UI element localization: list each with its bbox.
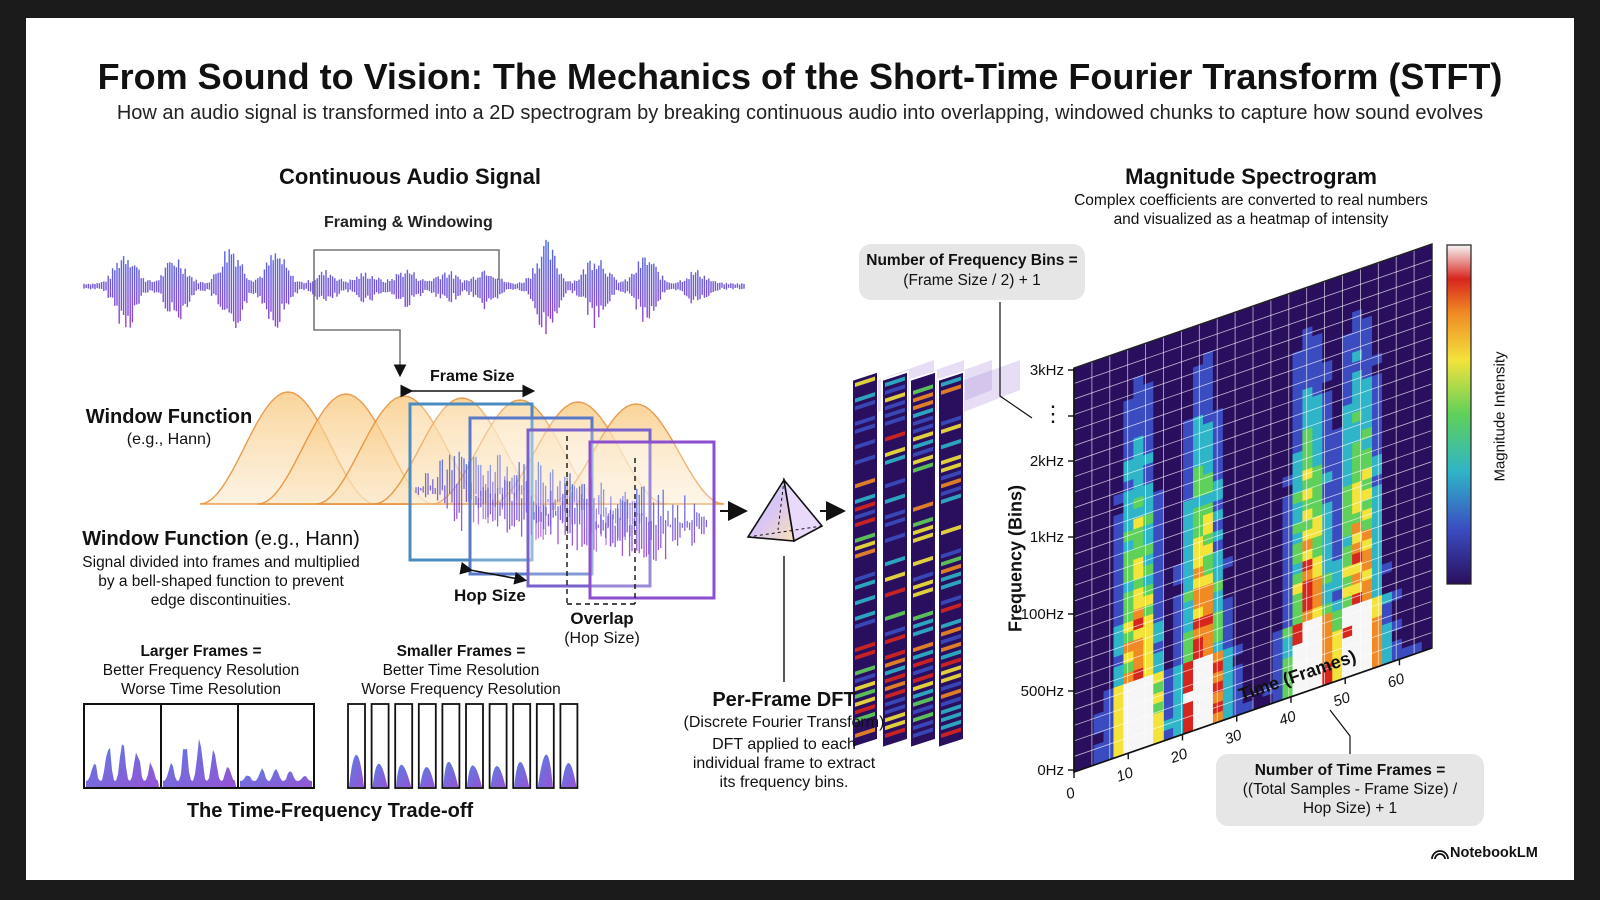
y-tick-label: ⋮ xyxy=(1042,401,1064,426)
window-desc-title: Window Function (e.g., Hann) xyxy=(66,528,376,551)
per-frame-spectra xyxy=(851,360,1020,750)
tradeoff-boxes xyxy=(83,703,579,789)
stft-diagram: 3kHz ⋮ 2kHz 1kHz 100Hz 500Hz 0Hz 0 10 20 30 40 50 60 xyxy=(83,239,1472,860)
bins-callout-line xyxy=(999,302,1033,419)
x-tick-label: 60 xyxy=(1385,670,1407,692)
spectrogram-heatmap xyxy=(1074,244,1432,772)
y-tick-label: 1kHz xyxy=(1030,529,1064,546)
brand-name: NotebookLM xyxy=(1450,845,1538,861)
continuous-audio-waveform xyxy=(83,239,745,335)
framing-bracket xyxy=(313,249,500,280)
bins-note-title: Number of Frequency Bins = xyxy=(866,252,1078,269)
window-desc-title-suffix: (e.g., Hann) xyxy=(254,528,360,550)
frequency-bins-note: Number of Frequency Bins = (Frame Size /… xyxy=(859,244,1085,300)
window-desc-line: Signal divided into frames and multiplie… xyxy=(82,554,360,571)
frame-size-label: Frame Size xyxy=(430,368,515,385)
frames-note-line: Hop Size) + 1 xyxy=(1302,800,1398,817)
x-tick-label: 20 xyxy=(1167,745,1190,767)
page-subtitle: How an audio signal is transformed into … xyxy=(116,102,1484,124)
larger-frames-line: Better Frequency Resolution xyxy=(102,662,300,679)
x-tick-label: 50 xyxy=(1331,689,1353,711)
dft-desc-line: individual frame to extract xyxy=(692,755,876,772)
dft-subtitle: (Discrete Fourier Transform) xyxy=(683,714,885,731)
smaller-frames-title: Smaller Frames = xyxy=(396,643,526,660)
frequency-ticks: 3kHz ⋮ 2kHz 1kHz 100Hz 500Hz 0Hz xyxy=(1021,362,1074,779)
dft-desc-line: its frequency bins. xyxy=(719,774,849,791)
windowed-frames xyxy=(408,402,716,600)
spectrogram-grid xyxy=(1074,244,1432,772)
colorbar-label: Magnitude Intensity xyxy=(1491,351,1509,482)
window-desc-line: by a bell-shaped function to prevent xyxy=(98,573,344,590)
overlap-label: Overlap xyxy=(570,609,634,628)
y-tick-label: 500Hz xyxy=(1021,683,1064,700)
frequency-axis-label: Frequency (Bins) xyxy=(1005,484,1026,633)
y-tick-label: 2kHz xyxy=(1030,453,1064,470)
dft-desc-line: DFT applied to each xyxy=(712,736,856,753)
smaller-frames-line: Better Time Resolution xyxy=(382,662,540,679)
x-tick-label: 0 xyxy=(1064,784,1078,803)
tradeoff-caption: The Time-Frequency Trade-off xyxy=(186,800,474,822)
signal-title: Continuous Audio Signal xyxy=(279,164,541,189)
spectrogram-desc-line: and visualized as a heatmap of intensity xyxy=(1113,211,1389,228)
notebooklm-logo-icon xyxy=(1431,850,1449,860)
overlap-sublabel: (Hop Size) xyxy=(564,630,640,647)
colorbar xyxy=(1446,244,1472,585)
x-tick-label: 40 xyxy=(1277,708,1299,730)
y-tick-label: 0Hz xyxy=(1037,762,1064,779)
y-tick-label: 3kHz xyxy=(1030,362,1064,379)
window-desc-title-bold: Window Function xyxy=(82,528,249,550)
x-tick-label: 30 xyxy=(1223,726,1245,748)
framing-connector-arrow xyxy=(313,280,407,378)
bins-note-formula: (Frame Size / 2) + 1 xyxy=(903,272,1041,289)
infographic-canvas: From Sound to Vision: The Mechanics of t… xyxy=(26,18,1574,880)
dft-prism-icon xyxy=(746,477,824,543)
time-axis xyxy=(1073,647,1433,773)
larger-frames-line: Worse Time Resolution xyxy=(121,681,281,698)
hop-size-label: Hop Size xyxy=(454,586,526,605)
time-frames-note: Number of Time Frames = ((Total Samples … xyxy=(1216,754,1484,826)
larger-frames-title: Larger Frames = xyxy=(140,643,262,660)
spectrogram-desc-line: Complex coefficients are converted to re… xyxy=(1074,192,1428,209)
frames-note-title: Number of Time Frames = xyxy=(1254,762,1446,779)
window-desc-line: edge discontinuities. xyxy=(150,592,292,609)
frames-note-line: ((Total Samples - Frame Size) / xyxy=(1242,781,1458,798)
dft-title: Per-Frame DFT xyxy=(712,689,856,711)
page-title: From Sound to Vision: The Mechanics of t… xyxy=(97,56,1503,97)
time-ticks: 0 10 20 30 40 50 60 xyxy=(1064,659,1407,803)
spectrogram-title: Magnitude Spectrogram xyxy=(1125,164,1377,189)
framing-label: Framing & Windowing xyxy=(324,214,493,231)
y-tick-label: 100Hz xyxy=(1021,606,1064,623)
x-tick-label: 10 xyxy=(1114,764,1136,786)
hop-size-arrow xyxy=(459,561,528,585)
window-example: (e.g., Hann) xyxy=(126,431,212,448)
frames-callout-line xyxy=(1329,709,1351,756)
smaller-frames-line: Worse Frequency Resolution xyxy=(361,681,561,698)
window-title: Window Function xyxy=(85,406,253,428)
overlap-bracket xyxy=(566,436,636,605)
